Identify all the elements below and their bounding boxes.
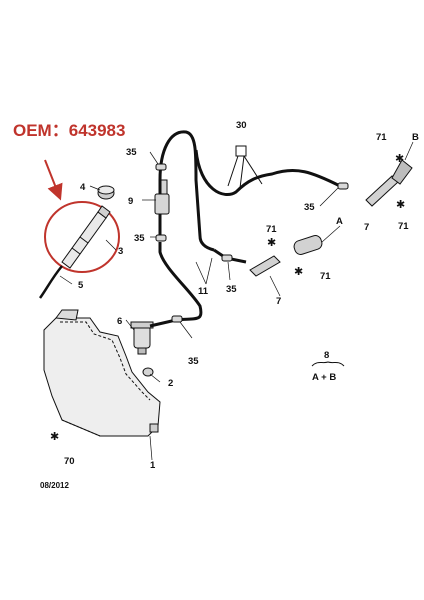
oem-label: OEM：: [13, 121, 69, 140]
callout-35c: 35: [188, 356, 199, 367]
leader-lines: [59, 141, 414, 461]
highlight-circle: [44, 201, 120, 273]
callout-a: A: [336, 216, 343, 227]
oem-caption: OEM：643983: [13, 116, 125, 141]
callout-1: 1: [150, 460, 156, 471]
callout-35e: 35: [304, 202, 315, 213]
svg-text:✱: ✱: [395, 152, 404, 165]
hose-connector: [154, 179, 170, 215]
callout-8: 8: [324, 350, 329, 361]
callout-a-plus-b: A + B: [312, 372, 336, 383]
svg-text:✱: ✱: [267, 236, 276, 249]
highlight-arrow: [44, 159, 63, 201]
callout-71d: 71: [320, 271, 331, 282]
callout-35b: 35: [134, 233, 145, 244]
callout-35a: 35: [126, 147, 137, 158]
callout-7b: 7: [364, 222, 369, 233]
hose-network: [149, 130, 341, 328]
nozzle-a: [249, 235, 323, 277]
filler-cap: [97, 185, 115, 200]
fastener-markers: ✱ ✱ ✱ ✱ ✱: [50, 152, 405, 443]
set-bracket: [311, 361, 345, 367]
callout-2: 2: [168, 378, 173, 389]
callout-71c: 71: [266, 224, 277, 235]
svg-text:✱: ✱: [50, 430, 59, 443]
washer-pump: [130, 321, 154, 355]
callout-5: 5: [78, 280, 84, 291]
callout-7a: 7: [276, 296, 281, 307]
svg-text:✱: ✱: [294, 265, 303, 278]
callout-6: 6: [117, 316, 122, 327]
callout-71a: 71: [376, 132, 387, 143]
callout-11: 11: [198, 286, 209, 297]
svg-text:✱: ✱: [396, 198, 405, 211]
callout-9: 9: [128, 196, 133, 207]
oem-number: 643983: [68, 121, 126, 140]
filler-neck: [61, 205, 111, 269]
hose-bracket: [227, 145, 263, 189]
diagram-date: 08/2012: [40, 481, 69, 490]
callout-3: 3: [118, 246, 123, 257]
callout-71b: 71: [398, 221, 409, 232]
washer-tank: [43, 309, 161, 437]
nozzle-b: [365, 159, 413, 207]
callout-4: 4: [80, 182, 86, 193]
callout-30: 30: [236, 120, 247, 131]
filler-hose: [38, 265, 63, 299]
callout-b: B: [412, 132, 419, 143]
callout-35d: 35: [226, 284, 237, 295]
callout-70: 70: [64, 456, 75, 467]
hose-clips: [155, 163, 349, 323]
